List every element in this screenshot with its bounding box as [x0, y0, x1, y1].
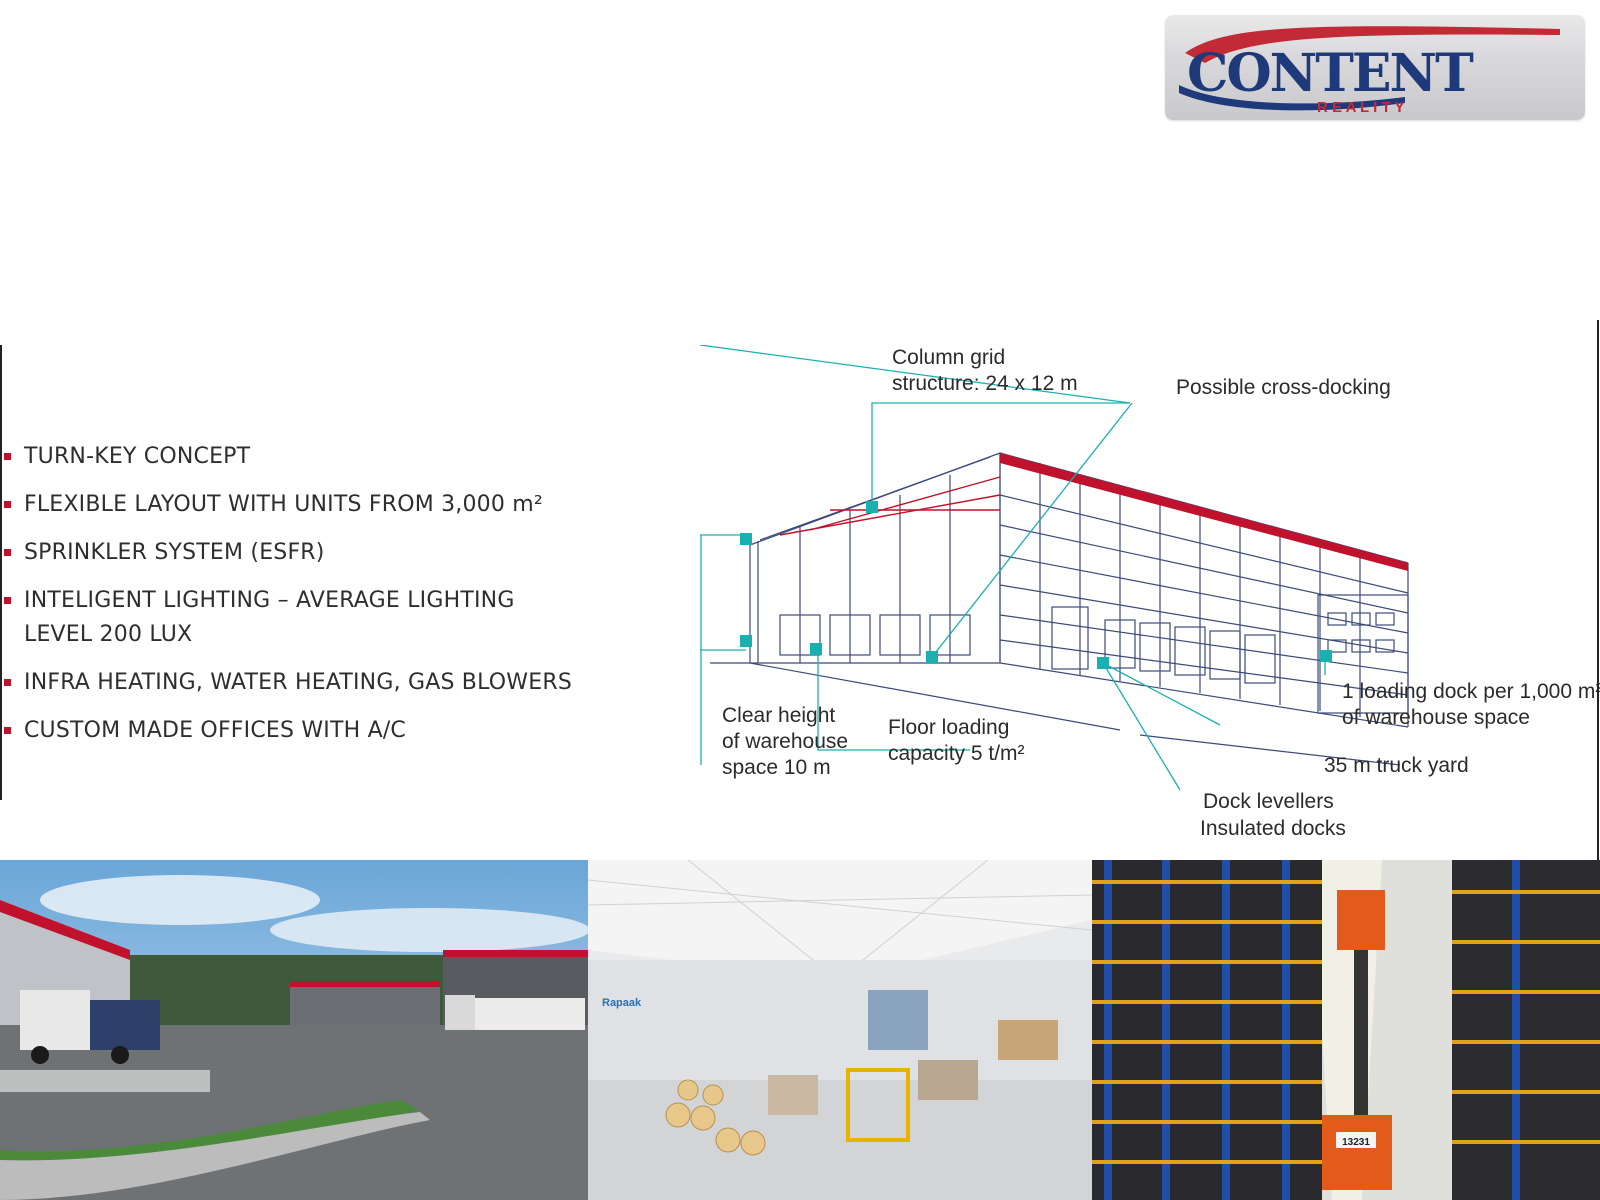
label-dock-levellers: Dock levellers [1203, 790, 1334, 813]
label-truck-yard: 35 m truck yard [1324, 754, 1469, 777]
hall-sign: Rapaak [602, 997, 642, 1009]
label-clear-height-2: of warehouse [722, 730, 849, 753]
feature-item: SPRINKLER SYSTEM (ESFR) [0, 536, 580, 570]
production-hall-photo: Rapaak [588, 860, 1092, 1200]
feature-item: CUSTOM MADE OFFICES WITH A/C [0, 714, 580, 748]
logo-text: CONTENT [1187, 43, 1474, 104]
marker-square [1320, 650, 1332, 662]
left-divider [0, 345, 2, 800]
label-floor-loading-2: capacity 5 t/m² [888, 742, 1025, 765]
right-divider [1597, 320, 1599, 860]
label-loading-dock-2: of warehouse space [1342, 706, 1530, 729]
marker-square [810, 643, 822, 655]
marker-square [866, 501, 878, 513]
feature-item: FLEXIBLE LAYOUT WITH UNITS FROM 3,000 m² [0, 488, 580, 522]
label-clear-height-1: Clear height [722, 704, 836, 727]
bullet-icon [4, 679, 11, 686]
roof-band [1000, 453, 1408, 571]
feature-text: TURN-KEY CONCEPT [24, 444, 251, 469]
logo-graphic: CONTENT R E A L I T Y [1179, 26, 1560, 116]
bullet-icon [4, 727, 11, 734]
marker-square [926, 651, 938, 663]
label-column-grid-2: structure: 24 x 12 m [892, 372, 1078, 395]
label-loading-dock-1: 1 loading dock per 1,000 m² [1342, 680, 1600, 703]
racking-forklift-photo: 13231 [1092, 860, 1600, 1200]
feature-text: INFRA HEATING, WATER HEATING, GAS BLOWER… [24, 670, 572, 695]
marker-square [740, 533, 752, 545]
truck-yard-photo [0, 860, 588, 1200]
feature-item: INFRA HEATING, WATER HEATING, GAS BLOWER… [0, 666, 580, 700]
feature-text: FLEXIBLE LAYOUT WITH UNITS FROM 3,000 m² [24, 492, 543, 517]
bullet-icon [4, 453, 11, 460]
warehouse-diagram: Column grid structure: 24 x 12 m Possibl… [700, 345, 1600, 845]
feature-text: INTELIGENT LIGHTING – AVERAGE LIGHTING L… [24, 588, 515, 647]
label-cross-docking: Possible cross-docking [1176, 376, 1391, 399]
feature-text: CUSTOM MADE OFFICES WITH A/C [24, 718, 406, 743]
bullet-icon [4, 597, 11, 604]
forklift-number: 13231 [1342, 1137, 1370, 1148]
logo-subtext: R E A L I T Y [1317, 99, 1405, 116]
feature-text: SPRINKLER SYSTEM (ESFR) [24, 540, 325, 565]
bullet-icon [4, 549, 11, 556]
feature-item: TURN-KEY CONCEPT [0, 440, 580, 474]
label-insulated-docks: Insulated docks [1200, 817, 1346, 840]
label-floor-loading-1: Floor loading [888, 716, 1010, 739]
marker-square [740, 635, 752, 647]
feature-list: TURN-KEY CONCEPT FLEXIBLE LAYOUT WITH UN… [0, 440, 580, 762]
feature-item: INTELIGENT LIGHTING – AVERAGE LIGHTING L… [0, 584, 564, 652]
marker-square [1097, 657, 1109, 669]
warehouse-drawing [700, 345, 1409, 791]
content-reality-logo: CONTENT R E A L I T Y [1165, 15, 1585, 120]
bullet-icon [4, 501, 11, 508]
label-clear-height-3: space 10 m [722, 756, 831, 779]
label-column-grid-1: Column grid [892, 346, 1006, 369]
